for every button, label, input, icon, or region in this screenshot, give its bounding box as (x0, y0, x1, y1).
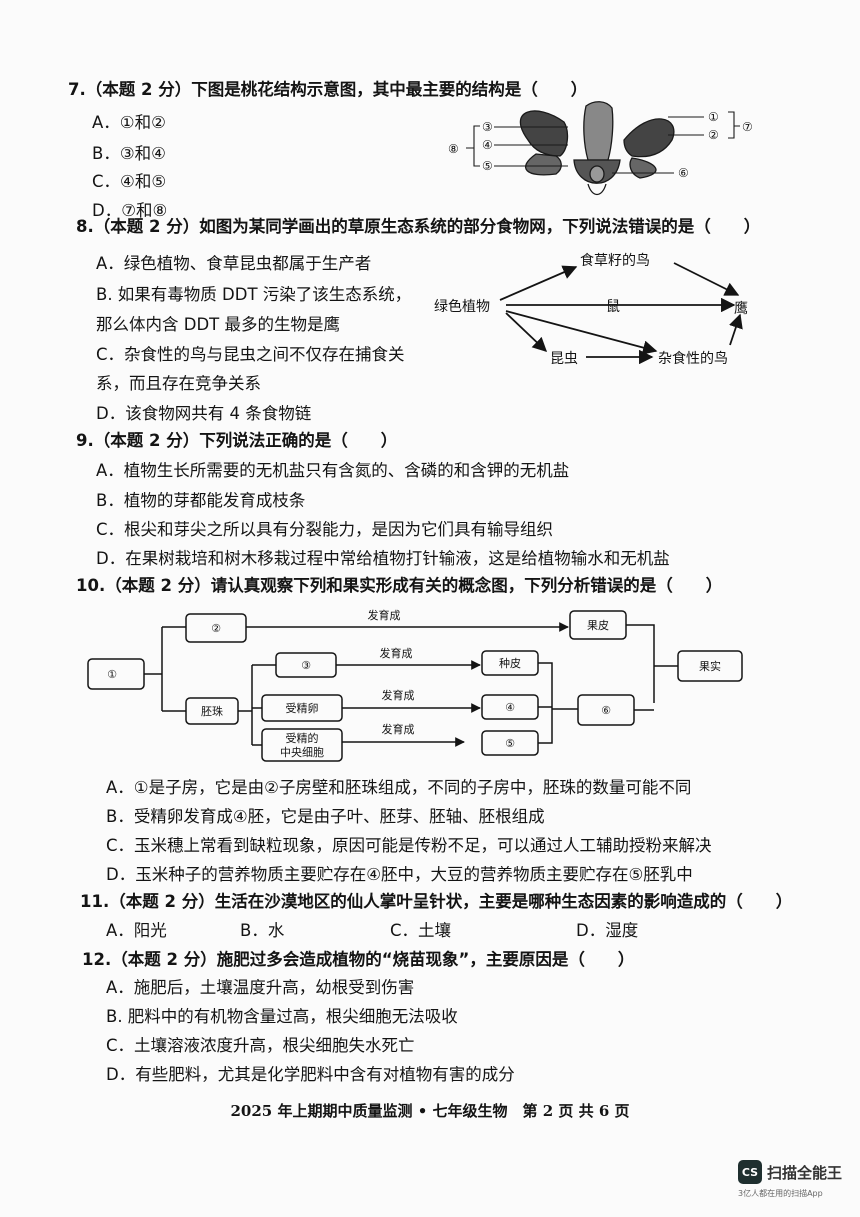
q11-option-c: C．土壤 (390, 921, 452, 940)
fruit-concept-map: ① ② 胚珠 ③ 受精卵 受精的 中央细胞 果皮 种皮 ④ ⑤ ⑥ 果实 发育成… (87, 608, 743, 762)
label-7: ⑦ (742, 120, 753, 134)
label-3: ③ (482, 120, 493, 134)
q8-option-b-cont: 那么体内含 DDT 最多的生物是鹰 (96, 315, 340, 334)
q10-option-b: B．受精卵发育成④胚，它是由子叶、胚芽、胚轴、胚根组成 (106, 807, 545, 826)
q8-option-c-cont: 系，而且存在竞争关系 (96, 374, 261, 393)
q9-option-c: C．根尖和芽尖之所以具有分裂能力，是因为它们具有输导组织 (96, 520, 554, 539)
q10-stem: 10.（本题 2 分）请认真观察下列和果实形成有关的概念图，下列分析错误的是（ … (76, 576, 723, 595)
q8-option-a: A．绿色植物、食草昆虫都属于生产者 (96, 254, 372, 273)
q10-option-d: D．玉米种子的营养物质主要贮存在④胚中，大豆的营养物质主要贮存在⑤胚乳中 (106, 865, 693, 884)
scanner-watermark: CS 扫描全能王 3亿人都在用的扫描App (738, 1160, 850, 1199)
node-3: ③ (301, 659, 311, 672)
label-2: ② (708, 128, 719, 142)
q7-option-d: D．⑦和⑧ (92, 201, 168, 220)
q9-option-d: D．在果树栽培和树木移栽过程中常给植物打针输液，这是给植物输水和无机盐 (96, 549, 670, 568)
q7-option-a: A．①和② (92, 113, 166, 132)
label-5: ⑤ (482, 159, 493, 173)
q10-option-a: A．①是子房，它是由②子房壁和胚珠组成，不同的子房中，胚珠的数量可能不同 (106, 778, 692, 797)
node-ovule: 胚珠 (201, 704, 223, 718)
node-mouse: 鼠 (606, 299, 620, 315)
label-8: ⑧ (448, 142, 459, 156)
q9-option-a: A．植物生长所需要的无机盐只有含氮的、含磷的和含钾的无机盐 (96, 461, 570, 480)
food-web-diagram: 绿色植物 食草籽的鸟 鼠 鹰 昆虫 杂食性的鸟 (434, 252, 748, 367)
q12-stem: 12.（本题 2 分）施肥过多会造成植物的“烧苗现象”，主要原因是（ ） (82, 950, 635, 969)
q9-option-b: B．植物的芽都能发育成枝条 (96, 491, 306, 510)
develop-label-4: 发育成 (382, 722, 415, 736)
q11-stem: 11.（本题 2 分）生活在沙漠地区的仙人掌叶呈针状，主要是哪种生态因素的影响造… (80, 892, 793, 911)
node-eagle: 鹰 (734, 301, 748, 317)
node-6: ⑥ (601, 704, 611, 717)
node-fertilized-egg: 受精卵 (286, 702, 319, 715)
q7-stem: 7.（本题 2 分）下图是桃花结构示意图，其中最主要的结构是（ ） (68, 80, 588, 99)
q11-option-d: D．湿度 (576, 921, 639, 940)
q12-option-a: A．施肥后，土壤温度升高，幼根受到伤害 (106, 978, 415, 997)
q12-option-b: B. 肥料中的有机物含量过高，根尖细胞无法吸收 (106, 1007, 458, 1026)
q8-stem: 8.（本题 2 分）如图为某同学画出的草原生态系统的部分食物网，下列说法错误的是… (76, 217, 761, 236)
label-1: ① (708, 110, 719, 124)
develop-label-2: 发育成 (380, 646, 413, 660)
q11-option-a: A．阳光 (106, 921, 167, 940)
label-6: ⑥ (678, 166, 689, 180)
node-omnivore-bird: 杂食性的鸟 (658, 350, 728, 367)
q10-option-c: C．玉米穗上常看到缺粒现象，原因可能是传粉不足，可以通过人工辅助授粉来解决 (106, 836, 712, 855)
node-central-cell-line1: 受精的 (286, 731, 319, 745)
node-central-cell-line2: 中央细胞 (280, 746, 324, 759)
q8-option-b: B. 如果有毒物质 DDT 污染了该生态系统， (96, 285, 412, 304)
develop-label-1: 发育成 (368, 608, 401, 622)
peach-flower-diagram: ③ ④ ⑤ ⑧ ① ② ⑦ ⑥ (448, 101, 753, 196)
watermark-app-name: 扫描全能王 (767, 1163, 843, 1182)
node-fruit: 果实 (699, 659, 721, 673)
node-insect: 昆虫 (550, 351, 578, 367)
node-plant: 绿色植物 (434, 298, 490, 315)
node-1: ① (107, 668, 117, 681)
node-seed-coat: 种皮 (499, 656, 521, 670)
q12-option-c: C．土壤溶液浓度升高，根尖细胞失水死亡 (106, 1036, 415, 1055)
q8-option-d: D．该食物网共有 4 条食物链 (96, 404, 312, 423)
node-peel: 果皮 (587, 619, 609, 632)
node-seed-bird: 食草籽的鸟 (580, 252, 650, 269)
q7-option-b: B．③和④ (92, 144, 166, 163)
q9-stem: 9.（本题 2 分）下列说法正确的是（ ） (76, 431, 398, 450)
watermark-tagline: 3亿人都在用的扫描App (738, 1189, 823, 1198)
node-5: ⑤ (505, 737, 515, 750)
develop-label-3: 发育成 (382, 688, 415, 702)
q12-option-d: D．有些肥料，尤其是化学肥料中含有对植物有害的成分 (106, 1065, 515, 1084)
q8-option-c: C．杂食性的鸟与昆虫之间不仅存在捕食关 (96, 345, 405, 364)
page-footer: 2025 年上期期中质量监测 • 七年级生物 第 2 页 共 6 页 (230, 1102, 630, 1120)
q7-option-c: C．④和⑤ (92, 172, 167, 191)
node-2: ② (211, 622, 221, 635)
node-4: ④ (505, 701, 515, 714)
camscanner-logo-icon: CS (738, 1160, 762, 1184)
label-4: ④ (482, 138, 493, 152)
q11-option-b: B．水 (240, 921, 285, 940)
